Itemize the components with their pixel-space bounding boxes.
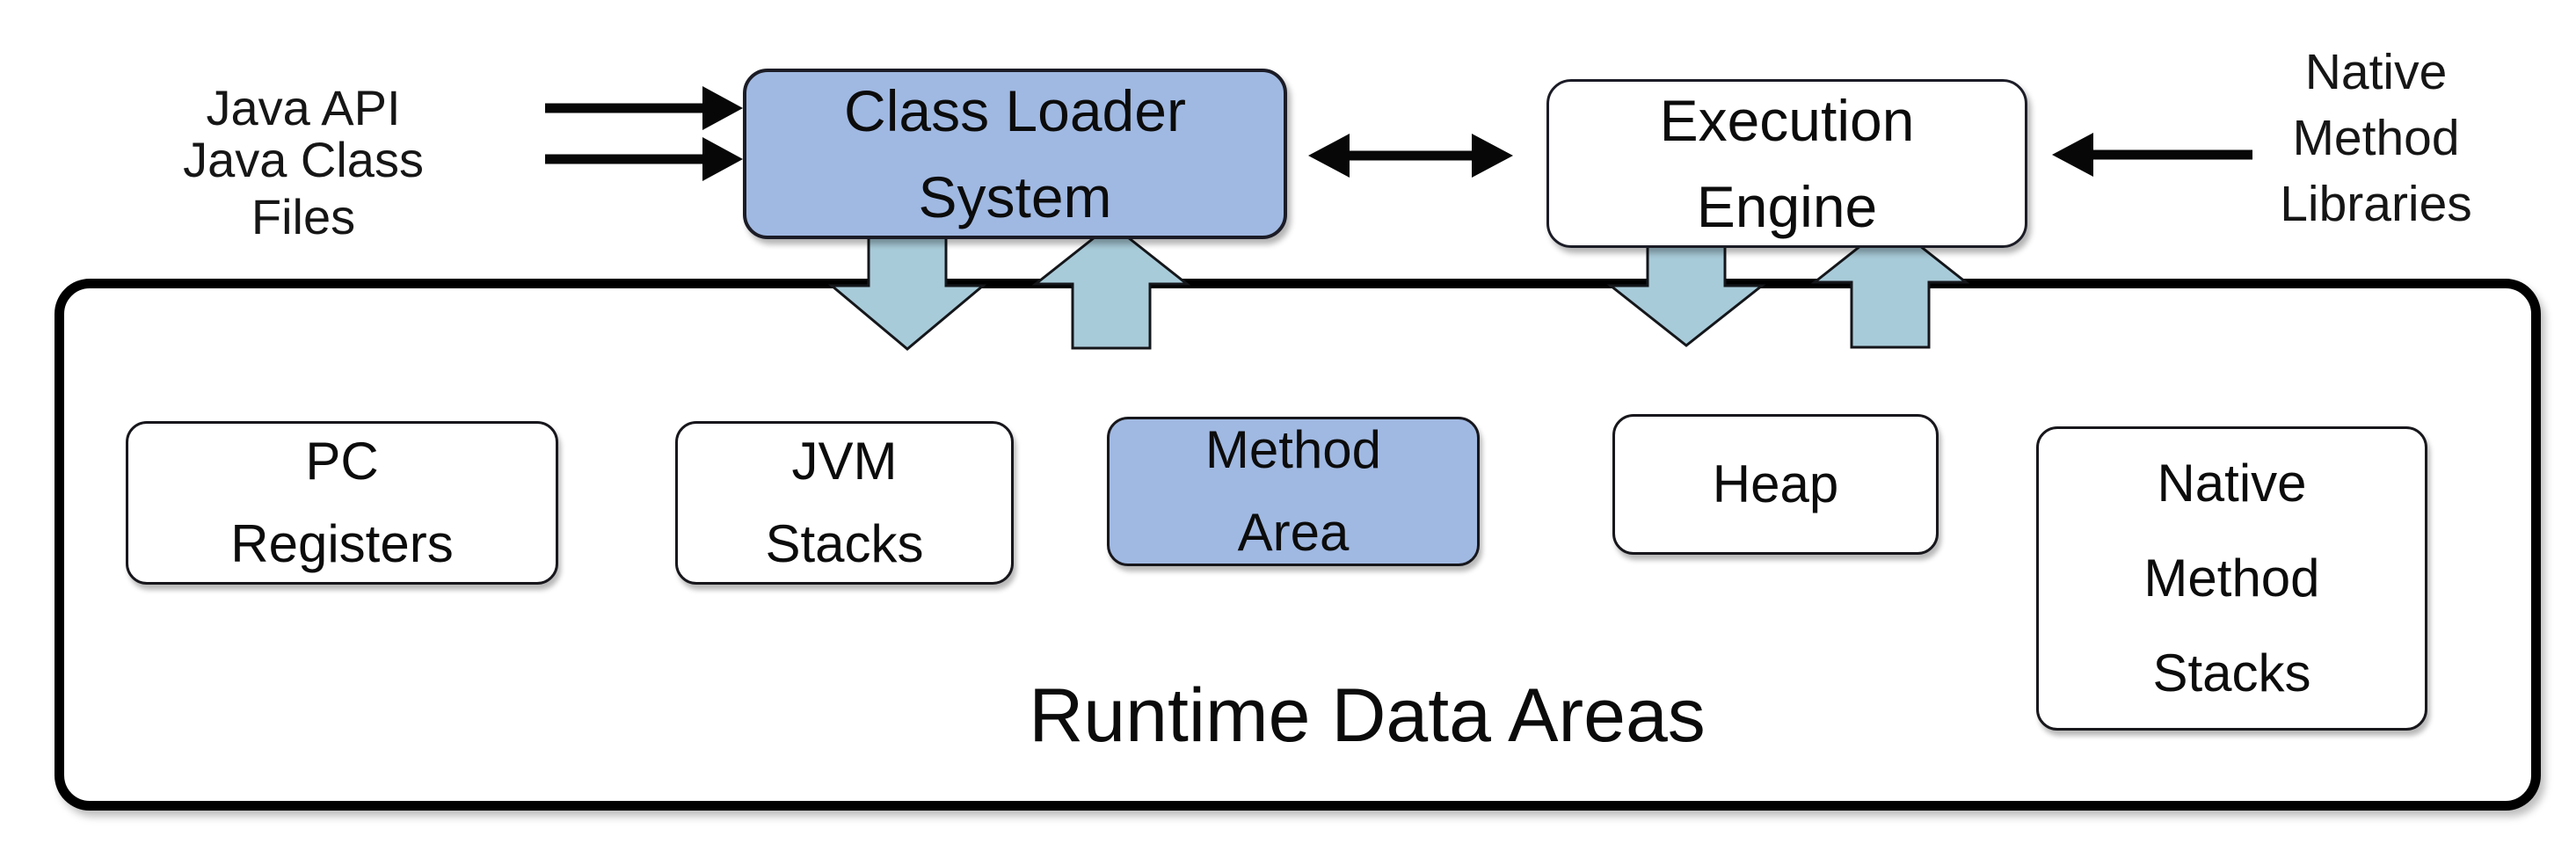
java-api-label: Java API [127, 82, 479, 135]
native-libraries-line1: Native [2304, 44, 2448, 100]
native-method-stacks-box: Native Method Stacks [2036, 426, 2427, 731]
java-api-arrow-icon [545, 86, 743, 130]
native-method-stacks-line2: Method [2143, 549, 2320, 607]
heap-box: Heap [1612, 414, 1939, 555]
jvm-stacks-line2: Stacks [765, 514, 924, 573]
execution-engine-line2: Engine [1696, 174, 1878, 239]
jvm-stacks-line1: JVM [791, 432, 898, 491]
execution-engine-box: Execution Engine [1546, 79, 2027, 248]
method-area-box: Method Area [1107, 417, 1480, 566]
java-class-files-label: Java Class Files [114, 131, 492, 245]
java-class-files-line1: Java Class [183, 132, 424, 187]
class-loader-line2: System [918, 164, 1112, 229]
pc-registers-line2: Registers [230, 514, 454, 573]
java-api-label-text: Java API [206, 80, 401, 135]
classloader-down-block-arrow-icon [827, 225, 987, 351]
native-method-stacks-line1: Native [2157, 454, 2307, 513]
method-area-line2: Area [1237, 503, 1350, 562]
runtime-data-areas-title: Runtime Data Areas [1029, 673, 1706, 758]
method-area-line1: Method [1204, 420, 1382, 479]
class-loader-line1: Class Loader [844, 78, 1186, 143]
native-libraries-arrow-icon [2052, 133, 2252, 177]
execution-engine-line1: Execution [1659, 88, 1915, 153]
native-libraries-line2: Method [2292, 110, 2460, 166]
execution-up-block-arrow-icon [1810, 221, 1970, 349]
java-class-files-line2: Files [251, 189, 356, 244]
native-method-libraries-label: Native Method Libraries [2220, 40, 2532, 237]
jvm-stacks-box: JVM Stacks [675, 421, 1014, 585]
heap-line1: Heap [1712, 455, 1839, 513]
native-method-stacks-line3: Stacks [2152, 644, 2311, 702]
pc-registers-box: PC Registers [126, 421, 558, 585]
class-loader-system-box: Class Loader System [743, 69, 1287, 239]
classloader-up-block-arrow-icon [1031, 222, 1191, 350]
native-libraries-line3: Libraries [2280, 176, 2472, 232]
classloader-execution-double-arrow-icon [1308, 134, 1513, 178]
pc-registers-line1: PC [305, 432, 379, 491]
java-class-files-arrow-icon [545, 137, 743, 181]
